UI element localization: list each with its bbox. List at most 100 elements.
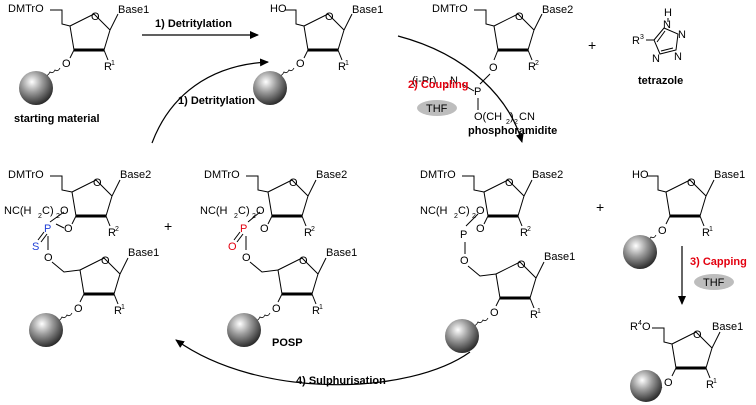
ring-oxygen: O: [93, 177, 102, 189]
o5-label: O: [44, 252, 53, 264]
o3-label: O: [476, 223, 485, 235]
o3-label-2: O: [272, 303, 281, 315]
r1-superscript: 1: [121, 304, 125, 311]
posp-dimer-structure: DMTrO O Base2 R 2 O NC(H 2 C) 2 O P O O …: [200, 169, 357, 349]
r2-superscript: 2: [527, 226, 531, 233]
n3-label: N: [674, 51, 682, 63]
solid-support-bead: [623, 235, 657, 269]
r4-superscript: 4: [638, 320, 642, 327]
o3-label: O: [489, 62, 498, 74]
nch2ch2o-o: O: [476, 205, 485, 217]
r1-superscript: 1: [111, 60, 115, 67]
phosphorus-label: P: [460, 229, 467, 241]
o3-label: O: [260, 223, 269, 235]
base1-label: Base1: [118, 4, 149, 16]
o3-label-2: O: [74, 303, 83, 315]
r2-superscript: 2: [115, 226, 119, 233]
r4o-oxygen: O: [642, 321, 651, 333]
dmtro-label: DMTrO: [8, 3, 44, 15]
ring-oxygen: O: [515, 11, 524, 23]
r1-superscript: 1: [537, 308, 541, 315]
solid-support-bead: [227, 313, 261, 347]
sub2: 2: [454, 213, 458, 220]
r3-superscript: 3: [640, 34, 644, 41]
solid-support-bead: [19, 71, 53, 105]
r2-superscript: 2: [535, 60, 539, 67]
sub2: 2: [514, 119, 518, 126]
plus-sign: +: [588, 37, 596, 53]
base2-label: Base2: [542, 4, 573, 16]
detritylation-top-step: 1) Detritylation: [142, 18, 259, 39]
ring-oxygen: O: [91, 11, 100, 23]
tetrazole-label: tetrazole: [638, 75, 683, 87]
nch2ch2o-mid: C): [42, 205, 54, 217]
base1-label: Base1: [544, 251, 575, 263]
thf-pill: [694, 274, 734, 290]
ring-oxygen: O: [325, 11, 334, 23]
detritylation-left-step: 1) Detritylation: [151, 58, 269, 144]
solid-support-bead: [630, 370, 662, 402]
nch2ch2o-mid: C): [238, 205, 250, 217]
thf-pill: [417, 100, 457, 116]
solid-support-bead: [29, 313, 63, 347]
dmtro-label: DMTrO: [432, 3, 468, 15]
nh-hydrogen: H: [664, 7, 672, 19]
capped-product-structure: R 4 O O Base1 R 1 O: [630, 320, 743, 402]
r2-label: R: [304, 227, 312, 239]
r1-label: R: [338, 61, 346, 73]
dmtro-label: DMTrO: [420, 169, 456, 181]
o3-label: O: [664, 377, 673, 389]
ho-label: HO: [270, 3, 287, 15]
solid-support-bead: [445, 319, 479, 353]
ring-oxygen: O: [505, 177, 514, 189]
plus-sign: +: [164, 218, 172, 234]
phosphite-triester-dimer-structure: DMTrO O Base2 R 2 O NC(H 2 C) 2 O P O O …: [420, 169, 575, 353]
r4o-label: R: [630, 321, 638, 333]
base1-label: Base1: [352, 4, 383, 16]
coupling-step: 2) Coupling THF: [397, 35, 524, 143]
r3-label: R: [632, 35, 640, 47]
starting-material-structure: DMTrO O Base1 R 1 O starting material: [8, 3, 149, 125]
r1-superscript: 1: [319, 304, 323, 311]
base1-label: Base1: [714, 169, 745, 181]
nch2ch2o-o: O: [256, 205, 265, 217]
sub2: 2: [472, 213, 476, 220]
ring-oxygen-2: O: [299, 255, 308, 267]
nch2ch2o-mid: C): [458, 205, 470, 217]
base1-label: Base1: [326, 247, 357, 259]
r1-label: R: [104, 61, 112, 73]
n2-label: N: [678, 29, 686, 41]
detritylation-top-label: 1) Detritylation: [155, 18, 232, 30]
r1-superscript: 1: [345, 60, 349, 67]
ring-oxygen-2: O: [101, 255, 110, 267]
r1-label: R: [706, 379, 714, 391]
o3-label-2: O: [490, 307, 499, 319]
r1-label: R: [114, 305, 122, 317]
thf-coupling-label: THF: [426, 103, 448, 115]
detritylated-nucleoside-structure: HO O Base1 R 1 O: [253, 3, 383, 105]
r2-label: R: [520, 227, 528, 239]
r1-label: R: [312, 305, 320, 317]
r2-label: R: [108, 227, 116, 239]
sub2: 2: [38, 213, 42, 220]
plus-sign: +: [596, 199, 604, 215]
ring-oxygen: O: [289, 177, 298, 189]
ipr2n-label: (i-Pr): [412, 75, 436, 87]
nch2ch2o-label: NC(H: [420, 205, 448, 217]
r1-superscript: 1: [709, 226, 713, 233]
coupling-label: 2) Coupling: [408, 79, 469, 91]
phosphorus-label: P: [240, 223, 247, 235]
o5-label: O: [242, 252, 251, 264]
r2-superscript: 2: [311, 226, 315, 233]
dmtro-label: DMTrO: [204, 169, 240, 181]
nch2ch2o-o: O: [60, 205, 69, 217]
nch2ch2o-label: NC(H: [200, 205, 228, 217]
r1-label: R: [530, 309, 538, 321]
base2-label: Base2: [532, 169, 563, 181]
och2ch2cn-label: O(CH: [474, 111, 502, 123]
starting-material-label: starting material: [14, 113, 100, 125]
nch2ch2o-label: NC(H: [4, 205, 32, 217]
base1-label: Base1: [128, 247, 159, 259]
o3-label: O: [296, 58, 305, 70]
